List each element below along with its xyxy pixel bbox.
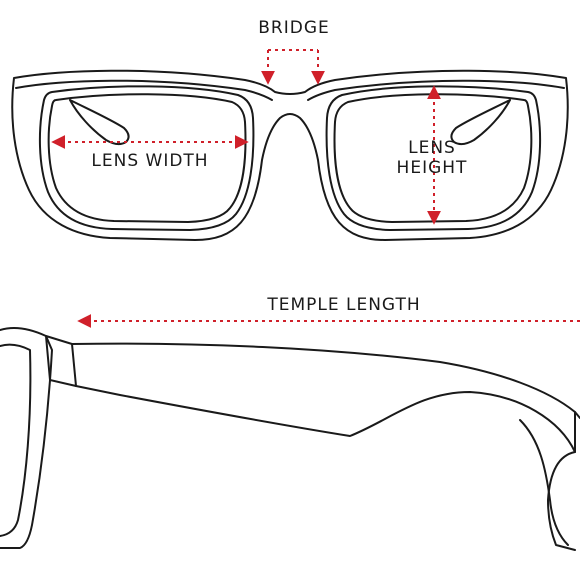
- front-frame-top-inner: [15, 79, 565, 101]
- right-lens: [325, 85, 542, 231]
- left-lens-inner: [47, 93, 247, 223]
- side-frame-front-inner: [0, 343, 32, 537]
- temple-tip-inner: [519, 419, 569, 546]
- lens-width-label: LENS WIDTH: [91, 151, 209, 171]
- measurement-lines: [51, 49, 580, 328]
- left-lens: [38, 85, 255, 231]
- temple-arm: [71, 342, 576, 453]
- side-frame-front: [0, 327, 53, 549]
- right-hinge-arm: [450, 99, 511, 146]
- side-view: [0, 327, 580, 551]
- lens-height-label-line1: LENS: [408, 138, 456, 158]
- temple-length-label: TEMPLE LENGTH: [267, 295, 421, 315]
- right-lens-inner: [333, 93, 533, 223]
- left-hinge-arm: [69, 99, 130, 146]
- temple-tip: [547, 411, 580, 551]
- front-frame-outline: [11, 69, 569, 241]
- lens-height-label: LENS HEIGHT: [382, 138, 482, 178]
- lens-height-label-line2: HEIGHT: [396, 158, 468, 178]
- bridge-label: BRIDGE: [258, 18, 330, 38]
